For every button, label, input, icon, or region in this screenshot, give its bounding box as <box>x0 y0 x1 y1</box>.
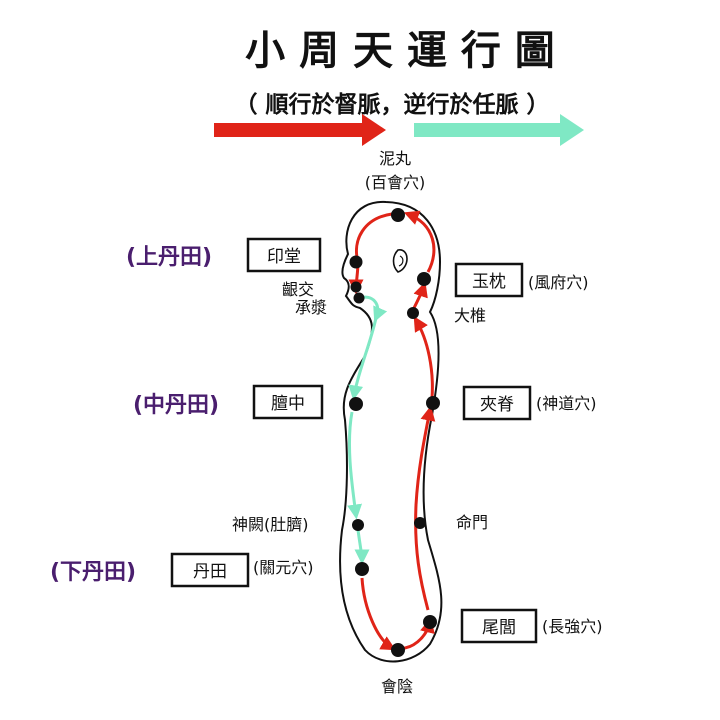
dantian-label-upper: (上丹田) <box>126 245 212 270</box>
label-shenque: 神闕(肚臍) <box>232 515 309 534</box>
point-shanzhong <box>349 397 363 411</box>
ear-inner <box>398 255 404 267</box>
point-mingmen <box>414 517 426 529</box>
point-dazhui <box>407 307 419 319</box>
dantian-label-middle: (中丹田) <box>133 393 219 418</box>
box-yuzhen: 玉枕 <box>454 262 524 298</box>
box-weilu: 尾閭 <box>460 608 538 644</box>
point-huiyin <box>391 643 405 657</box>
label-fengfu: (風府穴) <box>528 273 589 292</box>
point-weilu <box>423 615 437 629</box>
point-yinjiao <box>350 281 362 293</box>
du-mai-path-head-back <box>403 210 436 273</box>
ren-mai-path-abdomen <box>347 411 363 520</box>
du-mai-path-back <box>414 405 436 611</box>
du-mai-path-upper-back <box>413 316 434 399</box>
point-dantian <box>355 562 369 576</box>
label-changqiang: (長強穴) <box>542 617 603 636</box>
label-baihui: (百會穴) <box>365 173 426 192</box>
point-yintang <box>349 255 363 269</box>
ren-mai-path-chest <box>348 317 378 401</box>
point-shenque <box>352 519 364 531</box>
box-dantian-text: 丹田 <box>193 562 227 582</box>
point-jiaji <box>426 396 440 410</box>
box-shanzhong-text: 膻中 <box>271 393 305 414</box>
dantian-label-lower: (下丹田) <box>50 560 136 585</box>
page-title: 小 周 天 運 行 圖 <box>245 27 555 74</box>
label-shendao: (神道穴) <box>536 394 597 413</box>
point-yuzhen <box>417 272 431 286</box>
box-yintang: 印堂 <box>246 237 322 273</box>
box-weilu-text: 尾閭 <box>482 618 516 638</box>
ear-icon <box>392 249 408 273</box>
label-mingmen: 命門 <box>456 513 488 532</box>
legend-red-arrow <box>214 114 386 146</box>
label-chengjiang: 承漿 <box>295 298 327 317</box>
point-baihui <box>391 208 405 222</box>
ren-mai-path-lower-abdomen <box>354 529 370 565</box>
box-dantian: 丹田 <box>170 552 250 588</box>
box-jiaji-text: 夾脊 <box>480 395 514 415</box>
subtitle: （ 順行於督脈，逆行於任脈 ） <box>234 91 549 118</box>
label-huiyin: 會陰 <box>381 677 413 696</box>
label-dazhui: 大椎 <box>454 306 486 325</box>
ren-mai-path-perineum <box>360 577 396 651</box>
box-jiaji: 夾脊 <box>462 385 532 421</box>
box-shanzhong: 膻中 <box>252 384 324 420</box>
label-guanyuan: (關元穴) <box>253 558 314 577</box>
box-yuzhen-text: 玉枕 <box>472 272 506 292</box>
label-niwan: 泥丸 <box>379 149 411 168</box>
du-mai-path-head-front <box>348 212 393 295</box>
label-yinjiao: 齦交 <box>282 280 314 299</box>
point-chengjiang <box>353 292 365 304</box>
du-mai-path-neck <box>412 281 428 309</box>
legend-green-arrow <box>414 114 584 146</box>
box-yintang-text: 印堂 <box>267 247 301 267</box>
